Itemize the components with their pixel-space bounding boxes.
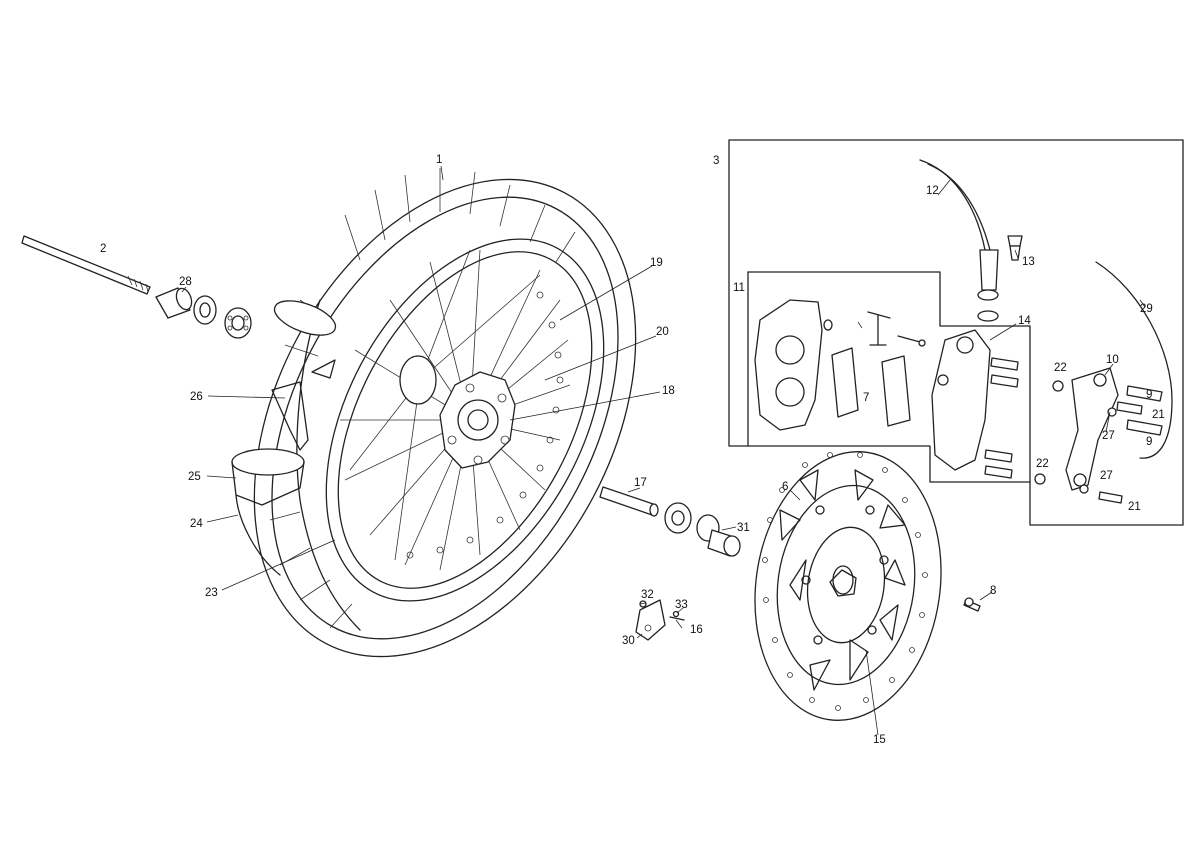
callout-25: 25: [188, 471, 201, 483]
bleed-screw-13: [1007, 235, 1023, 261]
callout-3: 3: [713, 155, 719, 167]
rim-band: [271, 300, 337, 451]
caliper-half-inner-14: [931, 329, 991, 471]
spacer-28: [155, 287, 193, 319]
callout-28: 28: [179, 276, 192, 288]
brake-disc: [754, 451, 942, 721]
callout-16: 16: [690, 624, 703, 636]
seal-left: [193, 295, 217, 325]
inner-tube: [231, 448, 305, 576]
callouts: 1 2 3 6 7 8 9 9 10 11 12 13 14 15 16 17 …: [100, 154, 1165, 746]
leader-lines: [181, 165, 1146, 736]
disc-bolt-8: [963, 597, 981, 612]
callout-11: 11: [733, 282, 745, 294]
spacer-17: [599, 486, 659, 517]
callout-29: 29: [1140, 303, 1153, 315]
caliper-bolts: [984, 357, 1019, 479]
front-axle: [21, 235, 151, 295]
callout-6: 6: [782, 481, 788, 493]
caliper-assembly-outline: [728, 139, 1184, 526]
hub: [399, 355, 516, 469]
callout-33: 33: [675, 599, 688, 611]
callout-17: 17: [634, 477, 647, 489]
callout-30: 30: [622, 635, 635, 647]
caliper-bracket-10: [1065, 367, 1119, 491]
callout-27b: 27: [1100, 470, 1113, 482]
callout-23: 23: [205, 587, 218, 599]
callout-32: 32: [641, 589, 654, 601]
seal-spacer-31: [696, 514, 741, 557]
speedo-cable-29: [1095, 261, 1173, 459]
callout-1: 1: [436, 154, 442, 166]
callout-24: 24: [190, 518, 203, 530]
callout-21b: 21: [1128, 501, 1141, 513]
callout-9a: 9: [1146, 389, 1152, 401]
callout-2: 2: [100, 243, 106, 255]
callout-13: 13: [1022, 256, 1035, 268]
callout-31: 31: [737, 522, 750, 534]
callout-12: 12: [926, 185, 939, 197]
callout-9b: 9: [1146, 436, 1152, 448]
bearing-right: [664, 502, 692, 534]
callout-7: 7: [863, 392, 869, 404]
bracket-bolts-9-21: [1098, 385, 1163, 504]
callout-26: 26: [190, 391, 203, 403]
spoke-nipples: [406, 291, 564, 559]
speedo-bracket: [635, 599, 685, 641]
caliper-half-outer: [754, 299, 833, 431]
callout-22a: 22: [1054, 362, 1067, 374]
callout-8: 8: [990, 585, 996, 597]
callout-19: 19: [650, 257, 663, 269]
callout-20: 20: [656, 326, 669, 338]
bracket-nuts-22-27: [1034, 380, 1117, 494]
callout-18: 18: [662, 385, 675, 397]
callout-21a: 21: [1152, 409, 1165, 421]
bearing-left: [224, 307, 252, 339]
callout-22b: 22: [1036, 458, 1049, 470]
callout-15: 15: [873, 734, 886, 746]
callout-14: 14: [1018, 315, 1031, 327]
callout-27a: 27: [1102, 430, 1115, 442]
rim: [325, 238, 605, 602]
callout-10: 10: [1106, 354, 1119, 366]
brake-hose: [919, 159, 999, 322]
brake-pads-7: [831, 347, 911, 427]
pad-spring-pin: [857, 311, 926, 347]
